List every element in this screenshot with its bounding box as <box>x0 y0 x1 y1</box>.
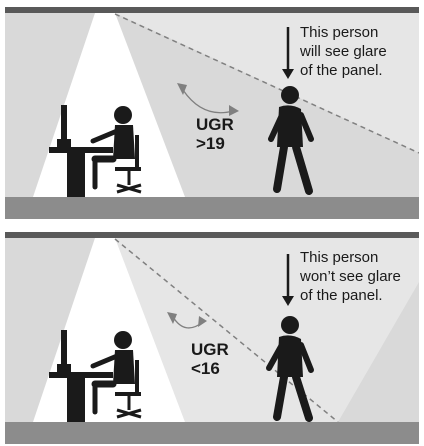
caption-line: of the panel. <box>300 287 383 304</box>
caption-line: of the panel. <box>300 62 383 79</box>
scenario-panel-high-ugr: UGR >19 This person will see glare of th… <box>5 7 419 219</box>
ceiling <box>5 7 419 13</box>
glare-diagram-low-ugr: UGR <16 This person won’t see glare of t… <box>5 232 419 444</box>
scenario-panel-low-ugr: UGR <16 This person won’t see glare of t… <box>5 232 419 444</box>
caption-line: will see glare <box>299 43 387 60</box>
floor <box>5 422 419 444</box>
ugr-value: >19 <box>196 134 225 153</box>
glare-diagram-high-ugr: UGR >19 This person will see glare of th… <box>5 7 419 219</box>
caption-line: This person <box>300 24 378 41</box>
caption-line: This person <box>300 249 378 266</box>
floor <box>5 197 419 219</box>
ceiling <box>5 232 419 238</box>
ugr-label: UGR <box>196 115 234 134</box>
ugr-label: UGR <box>191 340 229 359</box>
caption-line: won’t see glare <box>299 268 401 285</box>
ugr-value: <16 <box>191 359 220 378</box>
